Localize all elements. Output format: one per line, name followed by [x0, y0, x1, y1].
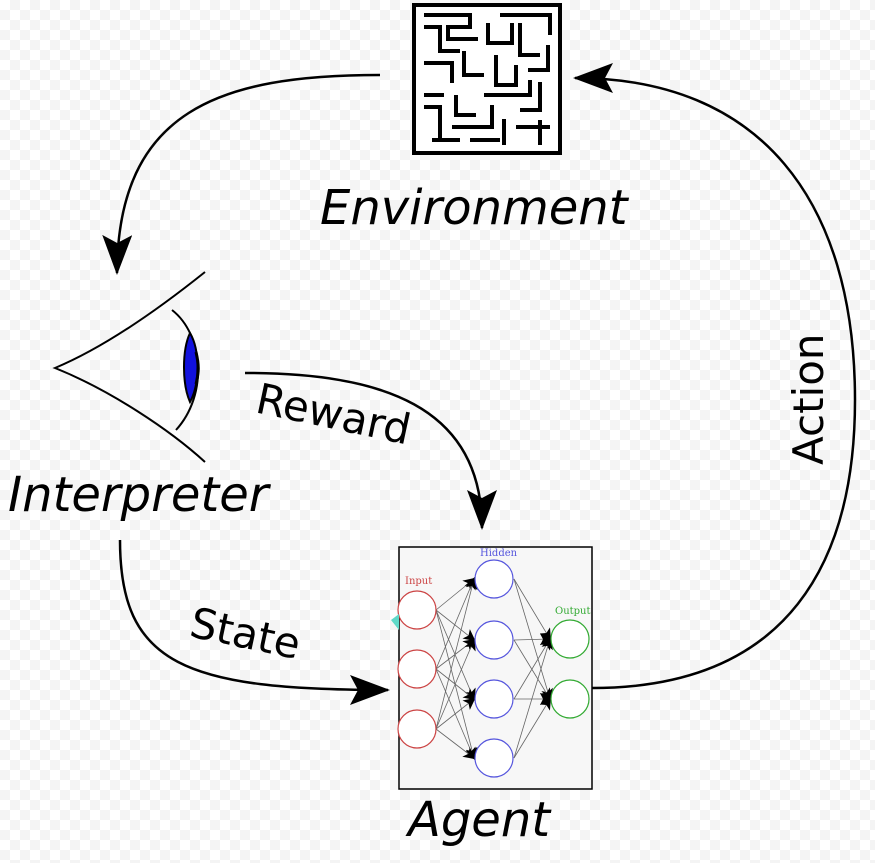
input-node: [397, 590, 437, 630]
neural-network-icon: Input Hidden Output: [391, 546, 593, 790]
hidden-node: [474, 620, 514, 660]
agent-label: Agent: [405, 792, 552, 848]
hidden-node: [474, 679, 514, 719]
output-node: [550, 679, 590, 719]
input-node: [397, 709, 437, 749]
eye-icon: [52, 271, 206, 463]
output-layer-label: Output: [555, 606, 591, 617]
reward-label: Reward: [252, 374, 415, 454]
input-layer-label: Input: [405, 576, 432, 587]
reward-arrow: [244, 371, 497, 530]
environment-label: Environment: [320, 180, 630, 236]
eye-iris: [183, 330, 199, 405]
hidden-layer-label: Hidden: [480, 548, 518, 559]
hidden-node: [474, 738, 514, 778]
state-label: State: [186, 598, 305, 669]
state-arrow: [118, 539, 390, 705]
action-label: Action: [784, 333, 833, 465]
maze-icon: [412, 3, 562, 155]
hidden-node: [474, 559, 514, 599]
input-node: [397, 649, 437, 689]
interpreter-label: Interpreter: [8, 467, 272, 523]
observation-arrow: [102, 73, 381, 275]
action-arrow: [573, 63, 857, 690]
output-node: [550, 619, 590, 659]
